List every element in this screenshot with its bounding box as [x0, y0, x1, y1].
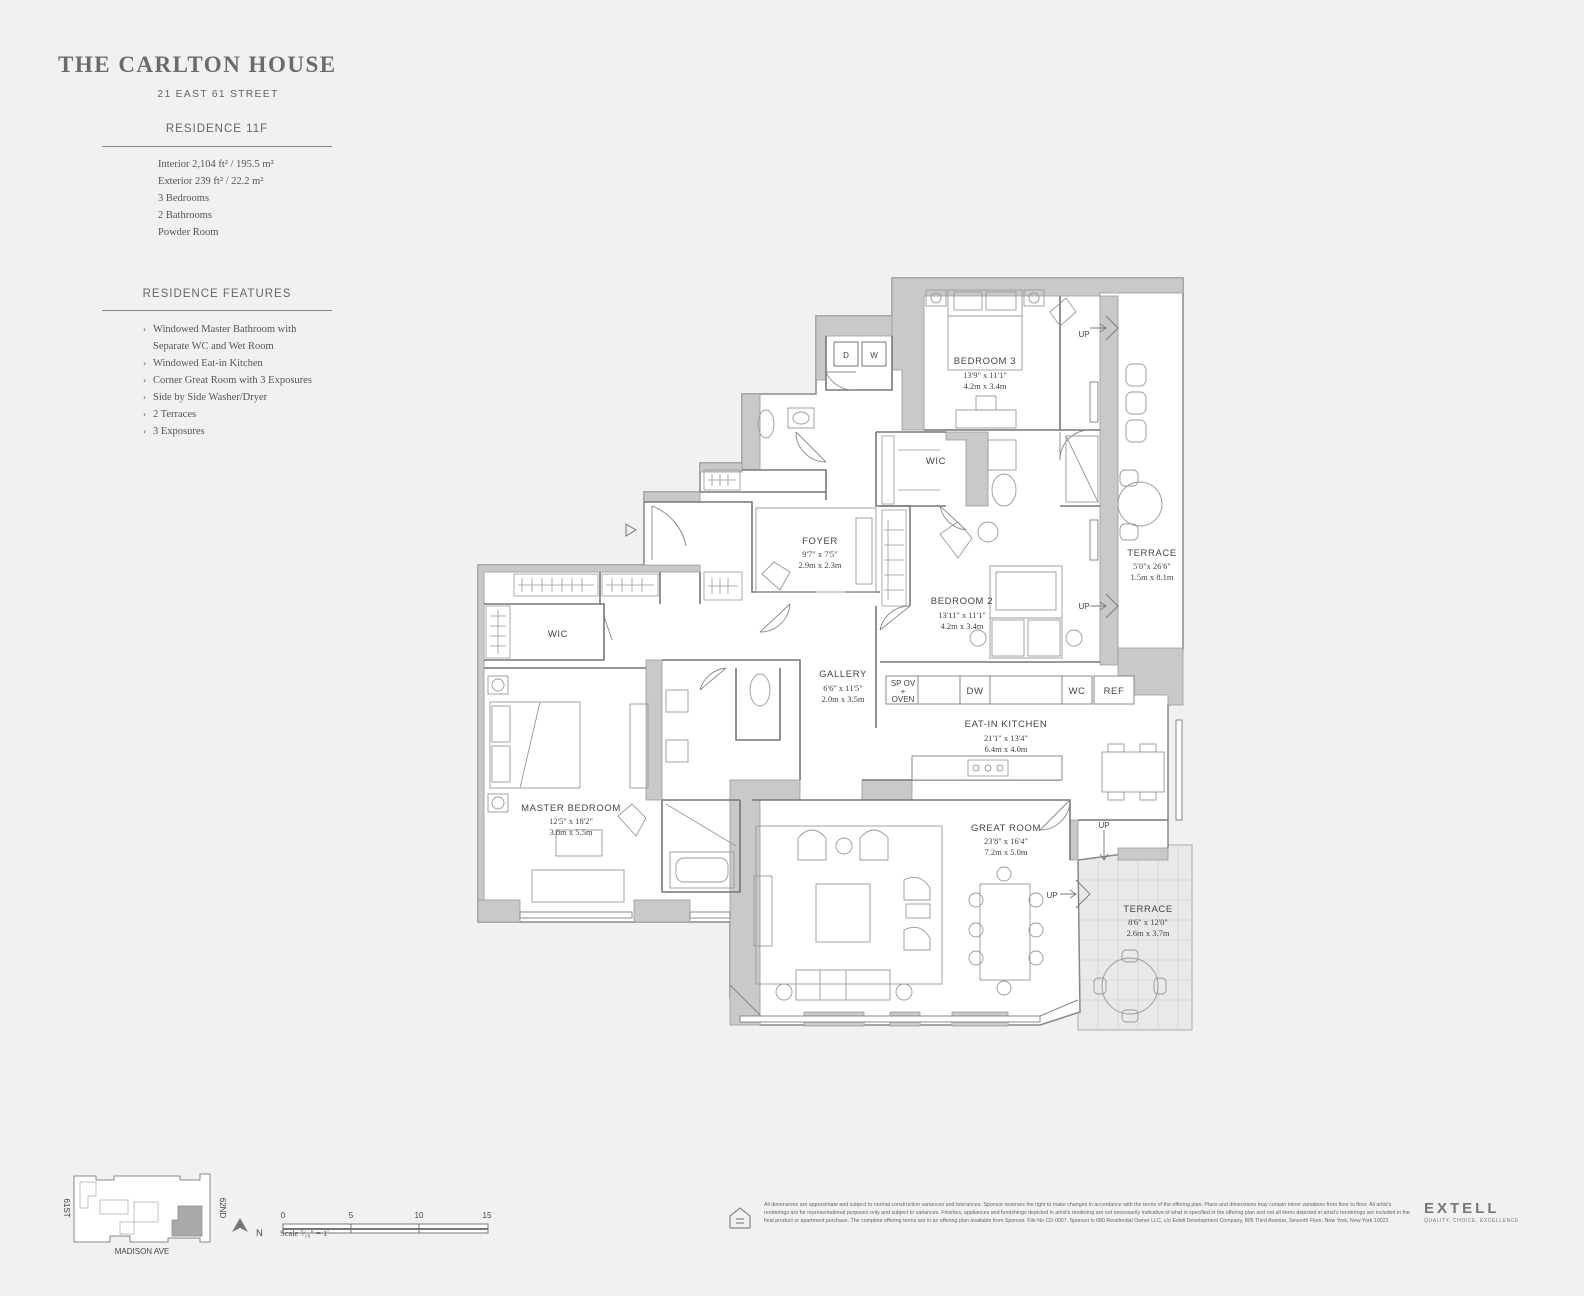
foyer-imperial: 9'7" x 7'5": [802, 549, 838, 559]
bedroom2-metric: 4.2m x 3.4m: [941, 621, 984, 631]
terrace-east-imperial: 5'0"x 26'6": [1133, 561, 1171, 571]
dryer-label: D: [843, 351, 849, 360]
spec-bathrooms: 2 Bathrooms: [158, 210, 212, 221]
washer-label: W: [870, 351, 878, 360]
keyplan-street-right: 62ND: [218, 1198, 227, 1219]
foyer-metric: 2.9m x 2.3m: [799, 560, 842, 570]
wine-cooler-label: WC: [1068, 686, 1085, 697]
refrigerator-label: REF: [1104, 686, 1125, 697]
north-label: N: [256, 1228, 263, 1239]
kitchen-name: EAT-IN KITCHEN: [965, 719, 1048, 730]
keyplan-street-left: 61ST: [62, 1198, 71, 1217]
keyplan-street-bottom: MADISON AVE: [115, 1247, 170, 1256]
bullet-icon: ›: [143, 376, 147, 385]
scale-bar: [282, 1223, 489, 1234]
great-room-name: GREAT ROOM: [971, 823, 1041, 834]
great-room-furniture: [753, 825, 1044, 1001]
bedroom3-furniture: [925, 289, 1077, 429]
master-wic-label: WIC: [548, 629, 568, 640]
closets: [485, 435, 940, 659]
residence-title: RESIDENCE 11F: [165, 123, 269, 135]
bedroom2-imperial: 13'11" x 11'1": [938, 610, 986, 620]
kitchen-metric: 6.4m x 4.0m: [985, 744, 1028, 754]
terrace-south-furniture: [1093, 949, 1167, 1023]
foyer-name: FOYER: [802, 536, 838, 547]
great-room-metric: 7.2m x 5.0m: [985, 847, 1028, 857]
bullet-icon: ›: [143, 427, 147, 436]
legal-disclaimer: All dimensions are approximate and subje…: [764, 1202, 1410, 1224]
terrace-east-name: TERRACE: [1127, 548, 1177, 559]
windows: [519, 381, 1183, 1023]
step-up-icons: [1060, 315, 1119, 909]
dishwasher-label: DW: [966, 686, 983, 697]
up-label: UP: [1098, 821, 1109, 830]
developer-tagline: QUALITY, CHOICE, EXCELLENCE: [1424, 1218, 1520, 1224]
terrace-east-furniture: [1117, 363, 1163, 541]
kitchen-cabinets: [885, 675, 1135, 781]
gallery-name: GALLERY: [819, 669, 867, 680]
bullet-icon: ›: [143, 410, 147, 419]
scale-tick-10: 10: [415, 1211, 424, 1220]
residence-specs: Interior 2,104 ft² / 195.5 m² Exterior 2…: [158, 156, 274, 241]
bedroom2-furniture: [939, 435, 1099, 659]
feature-item: ›Corner Great Room with 3 Exposures: [143, 372, 312, 389]
key-plan: [73, 1173, 211, 1243]
north-arrow-icon: [232, 1218, 248, 1232]
sp-label: SP OV: [891, 679, 916, 688]
master-bath-fixtures: [665, 673, 771, 889]
scale-label: Scale ³⁄₁₆" = 1': [280, 1228, 329, 1238]
scale-tick-15: 15: [483, 1211, 492, 1220]
washer-dryer: [833, 341, 887, 367]
plus-label: +: [901, 687, 906, 696]
powder-room-fixtures: [757, 407, 815, 439]
up-label: UP: [1046, 891, 1057, 900]
terrace-south-imperial: 8'6" x 12'0": [1128, 917, 1168, 927]
building-title: THE CARLTON HOUSE: [58, 52, 337, 77]
feature-item: ›Windowed Eat-in Kitchen: [143, 355, 312, 372]
gallery-metric: 2.0m x 3.5m: [822, 694, 865, 704]
spec-bedrooms: 3 Bedrooms: [158, 193, 210, 204]
bullet-icon: ›: [143, 325, 147, 334]
up-label: UP: [1078, 602, 1089, 611]
kitchen-imperial: 21'1" x 13'4": [984, 733, 1028, 743]
feature-item: ›2 Terraces: [143, 406, 312, 423]
spec-interior: Interior 2,104 ft² / 195.5 m²: [158, 159, 274, 170]
feature-item: ›Side by Side Washer/Dryer: [143, 389, 312, 406]
residence-divider: [102, 146, 332, 147]
terrace-south-name: TERRACE: [1123, 904, 1173, 915]
foyer-furniture: [755, 507, 877, 593]
up-label: UP: [1078, 330, 1089, 339]
spec-exterior: Exterior 239 ft² / 22.2 m²: [158, 176, 264, 187]
developer-logo: EXTELL: [1424, 1200, 1500, 1217]
bullet-icon: ›: [143, 359, 147, 368]
entry-arrow-icon: [625, 523, 637, 537]
spec-powder-room: Powder Room: [158, 227, 219, 238]
scale-tick-0: 0: [281, 1211, 286, 1220]
equal-housing-icon: [729, 1207, 751, 1229]
bedroom3-name: BEDROOM 3: [954, 356, 1016, 367]
gallery-imperial: 6'6" x 11'5": [823, 683, 862, 693]
kitchen-dining-set: [1101, 743, 1165, 801]
terrace-south-metric: 2.6m x 3.7m: [1127, 928, 1170, 938]
features-title: RESIDENCE FEATURES: [142, 288, 292, 300]
master-bedroom-name: MASTER BEDROOM: [521, 803, 621, 814]
terrace-east-metric: 1.5m x 8.1m: [1131, 572, 1174, 582]
bedroom3-metric: 4.2m x 3.4m: [964, 381, 1007, 391]
master-bedroom-metric: 3.8m x 5.5m: [550, 827, 593, 837]
features-divider: [102, 310, 332, 311]
great-room-imperial: 23'8" x 16'4": [984, 836, 1028, 846]
master-bedroom-imperial: 12'5" x 18'2": [549, 816, 593, 826]
bedroom3-wic-label: WIC: [926, 456, 946, 467]
oven-label: OVEN: [892, 695, 915, 704]
feature-item: ›3 Exposures: [143, 423, 312, 440]
master-bedroom-furniture: [487, 675, 649, 903]
building-address: 21 EAST 61 STREET: [157, 88, 279, 100]
bedroom3-imperial: 13'9" x 11'1": [963, 370, 1007, 380]
bullet-icon: ›: [143, 393, 147, 402]
scale-tick-5: 5: [349, 1211, 354, 1220]
bedroom2-name: BEDROOM 2: [931, 596, 993, 607]
